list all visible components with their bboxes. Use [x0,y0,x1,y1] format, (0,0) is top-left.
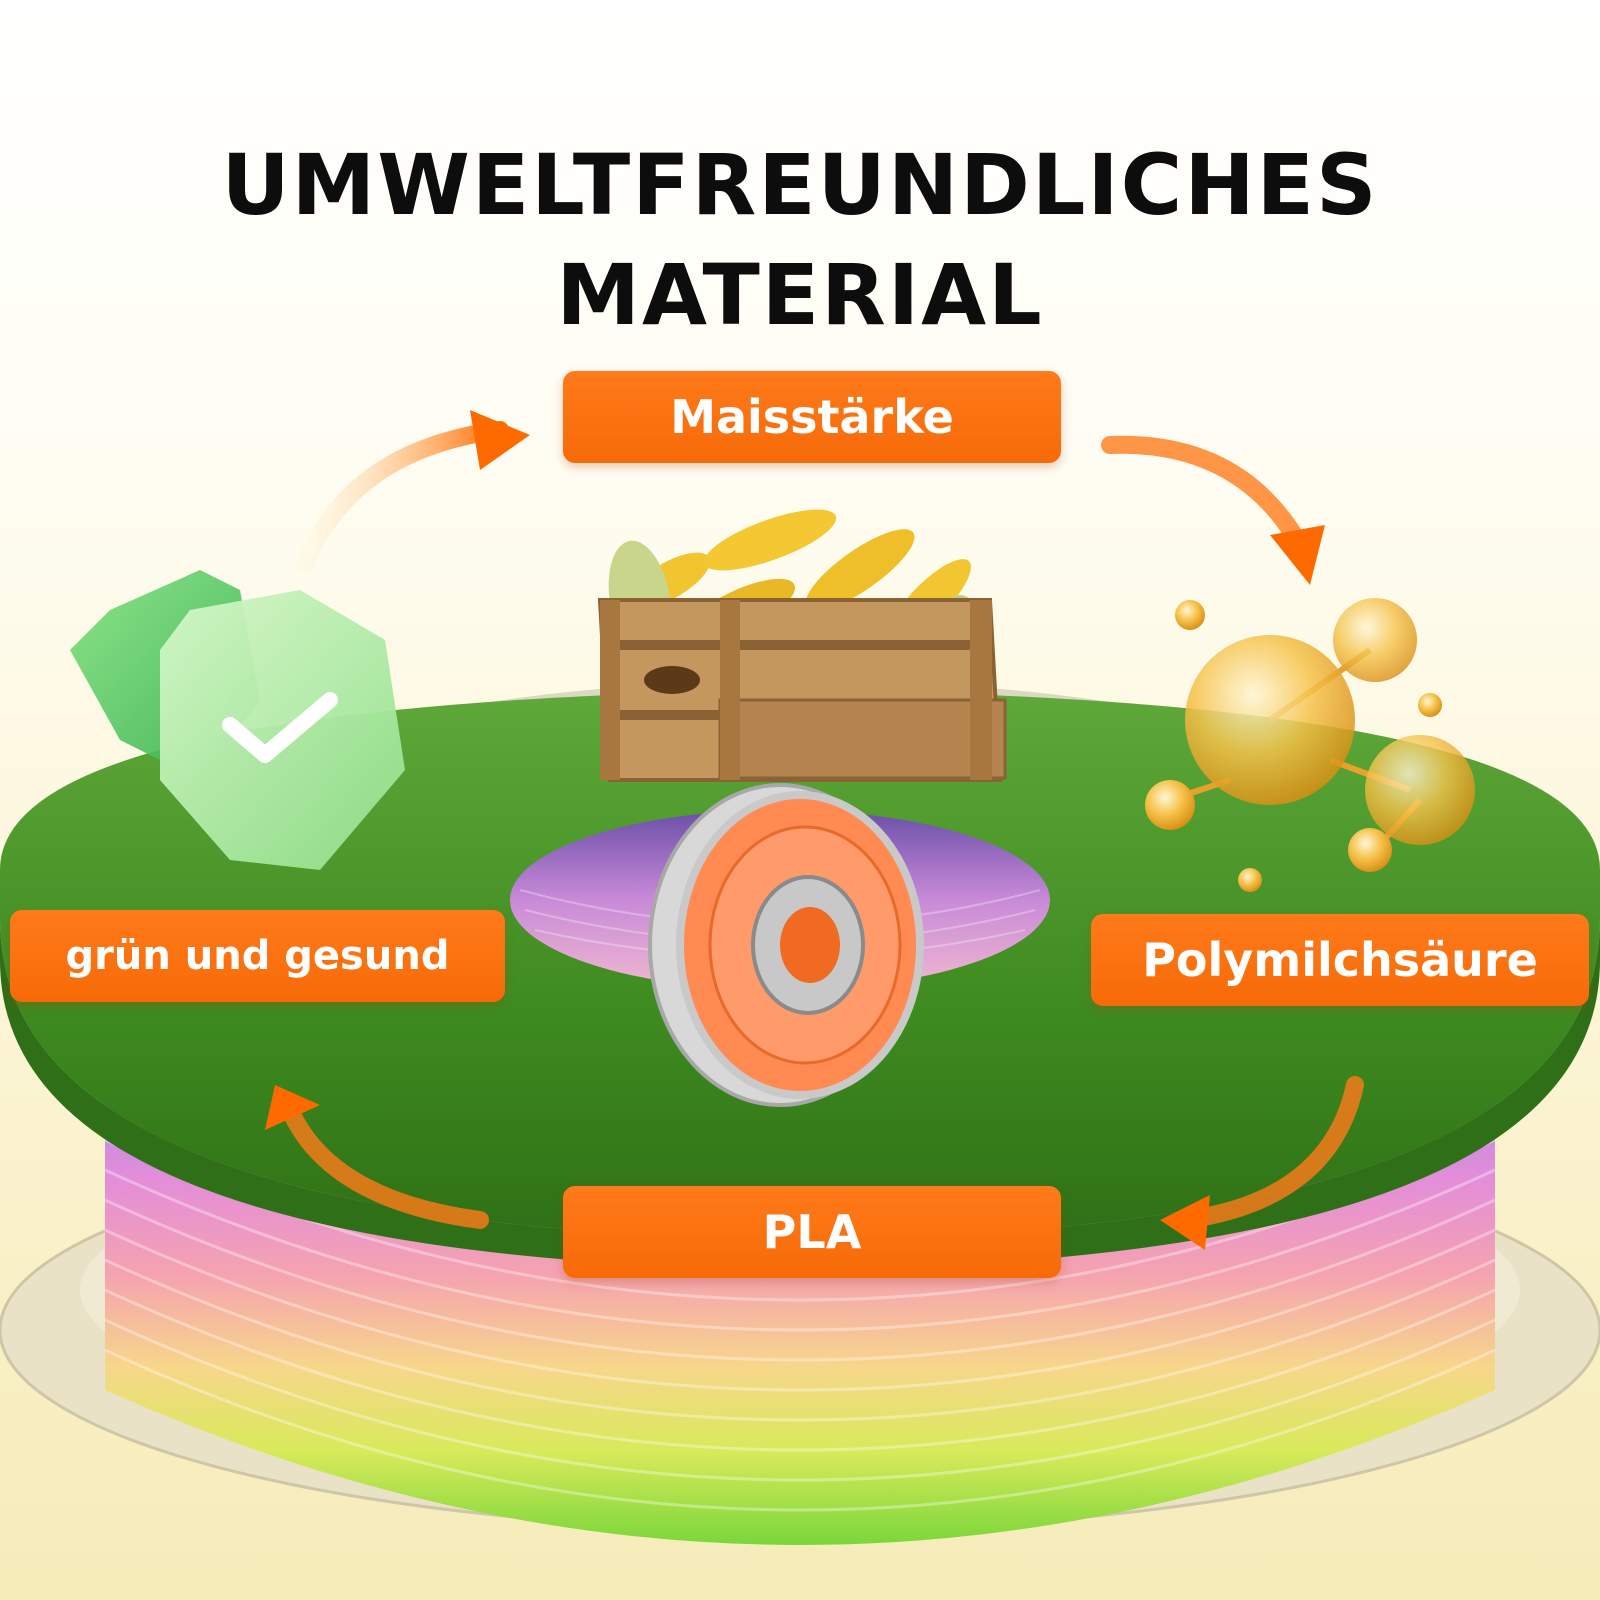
label-maisstaerke: Maisstärke [563,371,1061,463]
label-pla: PLA [563,1186,1061,1278]
page-title-line-1: UMWELTFREUNDLICHES [221,136,1379,234]
shield-check-icon [70,570,405,870]
label-gruen-und-gesund: grün und gesund [10,910,505,1002]
page-title-line-2: MATERIAL [556,246,1044,344]
page-title: UMWELTFREUNDLICHES MATERIAL [0,130,1600,350]
cycle-arrow-icon [265,410,1364,1250]
molecule-icon [1145,598,1475,892]
label-polymilchsaeure: Polymilchsäure [1091,914,1589,1006]
filament-spool-icon [648,783,924,1107]
corn-crate-icon [597,509,1007,782]
